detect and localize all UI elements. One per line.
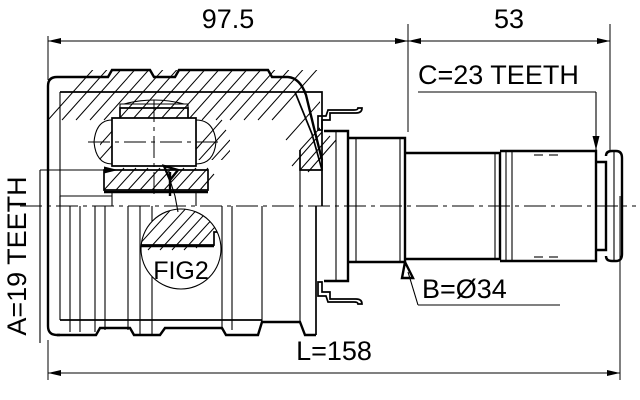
boot-retainer-clips <box>317 107 363 305</box>
dimension-L-158-label: L=158 <box>296 336 372 366</box>
callout-c-23-teeth-label: C=23 TEETH <box>418 60 579 90</box>
fig2-detail-circle: FIG2 <box>140 208 222 290</box>
dimension-53-label: 53 <box>494 4 524 34</box>
callout-a-19-teeth-label: A=19 TEETH <box>2 176 32 335</box>
inner-race-assembly <box>88 99 230 206</box>
dimension-97-5-label: 97.5 <box>202 4 255 34</box>
callout-b-diameter-34: B=Ø34 <box>400 258 560 306</box>
dimension-97-5: 97.5 <box>47 4 409 132</box>
callout-a-19-teeth: A=19 TEETH <box>2 166 118 343</box>
dimension-53: 53 <box>408 4 611 150</box>
callout-c-23-teeth: C=23 TEETH <box>418 60 600 150</box>
callout-b-diameter-34-label: B=Ø34 <box>422 274 507 304</box>
fig2-leader <box>161 164 181 213</box>
stub-shaft <box>324 129 624 283</box>
dimension-L-158: L=158 <box>47 196 621 380</box>
cv-joint-housing <box>46 68 337 337</box>
fig2-label: FIG2 <box>153 257 209 285</box>
